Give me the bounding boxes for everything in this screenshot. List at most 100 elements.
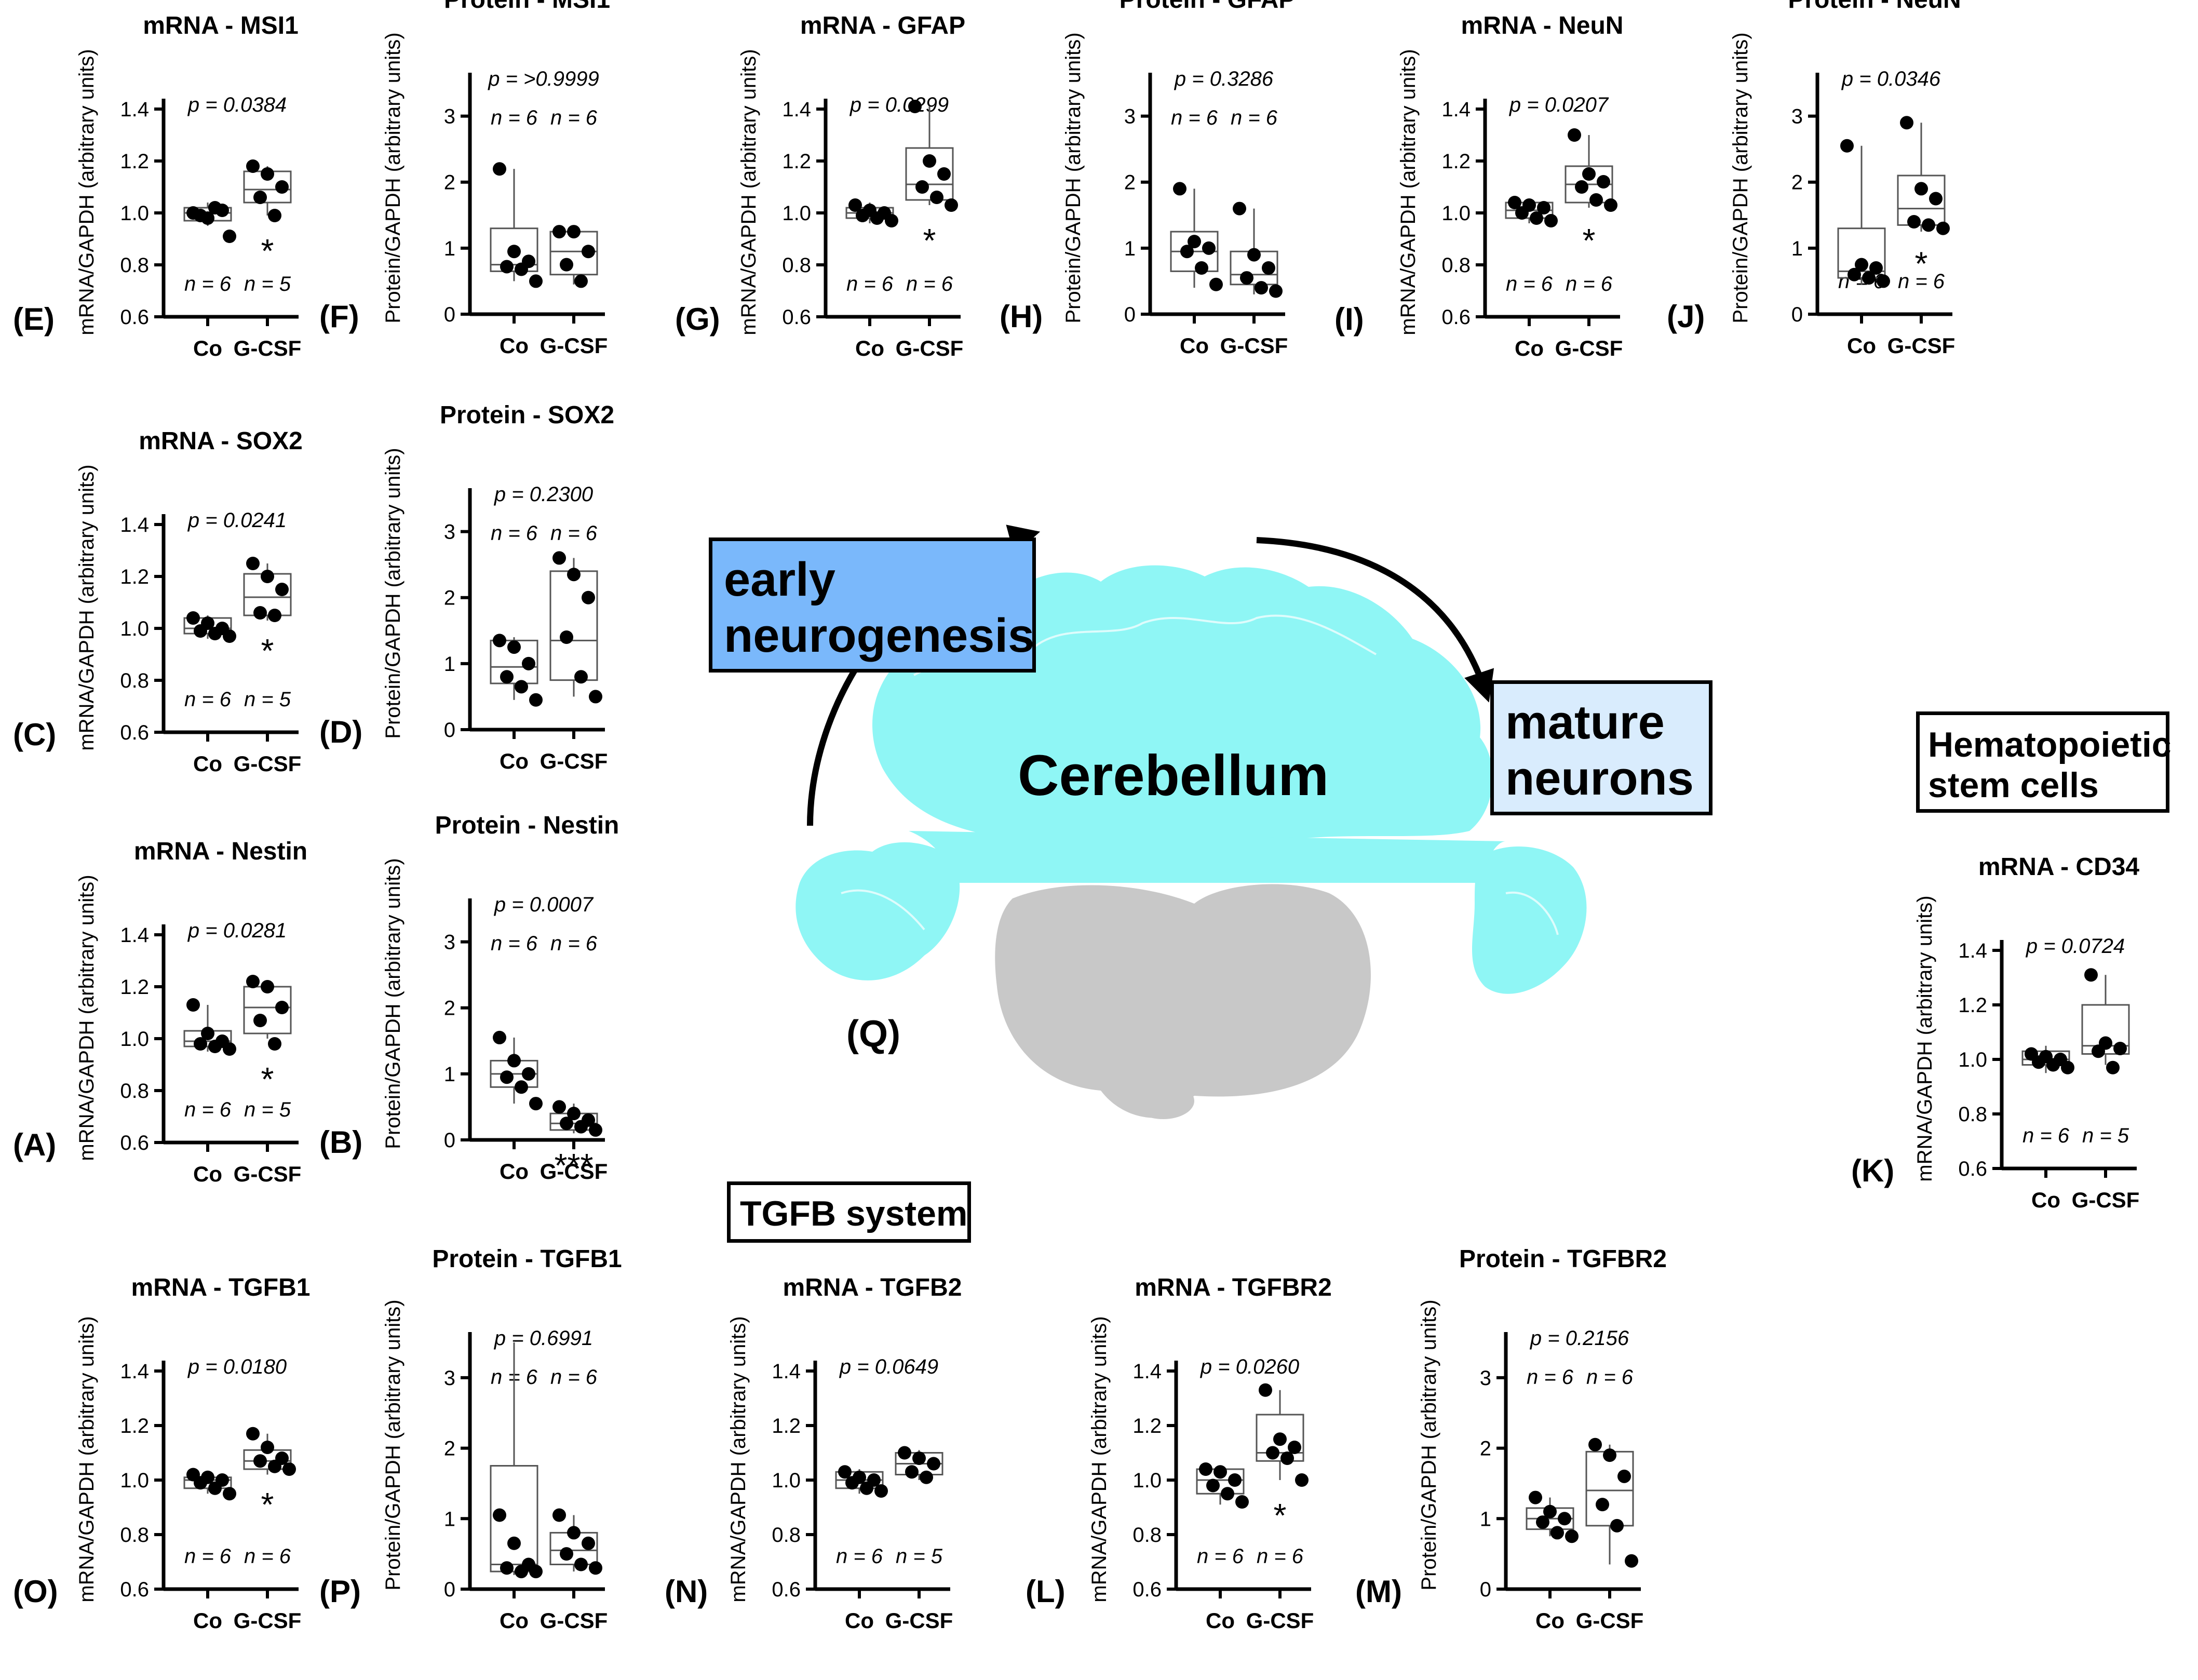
x-tick-label: G-CSF	[1887, 333, 1956, 358]
y-tick-label: 1.0	[1132, 1469, 1162, 1492]
data-point	[560, 258, 573, 272]
data-point	[582, 590, 595, 604]
y-tick-label: 1.0	[1441, 202, 1471, 225]
data-point	[261, 1441, 274, 1454]
data-point	[838, 1465, 852, 1479]
chart-title: Protein - SOX2	[440, 401, 614, 429]
y-tick-label: 0.8	[1441, 254, 1471, 277]
data-point	[268, 209, 281, 222]
data-point	[500, 1561, 514, 1575]
n-label: n = 6	[1527, 1366, 1574, 1389]
p-value-label: p = 0.0724	[2026, 935, 2125, 958]
box	[490, 227, 538, 272]
data-point	[1206, 1479, 1220, 1493]
data-point	[1588, 1437, 1602, 1451]
x-tick-label: Co	[500, 1159, 529, 1184]
n-label: n = 5	[244, 273, 291, 295]
y-tick-label: 1.0	[1958, 1049, 1987, 1071]
y-tick-label: 0.8	[782, 254, 811, 277]
data-point	[2046, 1058, 2060, 1072]
p-value-label: p = 0.0260	[1200, 1355, 1299, 1378]
data-point	[1544, 214, 1558, 227]
data-point	[885, 214, 898, 227]
x-tick-label: G-CSF	[1220, 333, 1288, 358]
data-point	[275, 583, 289, 596]
n-label: n = 6	[1898, 270, 1945, 293]
significance-marker: *	[1915, 245, 1928, 283]
y-axis-label: mRNA/GAPDH (arbitrary units)	[75, 464, 98, 750]
box	[905, 147, 954, 201]
chart-j: Protein - NeuNProtein/GAPDH (arbitrary u…	[1667, 0, 1961, 358]
y-tick-label: 1.0	[782, 202, 811, 225]
chart-title: mRNA - GFAP	[800, 12, 965, 39]
data-point	[253, 1454, 267, 1468]
y-tick-label: 0.6	[772, 1578, 801, 1601]
y-tick-label: 3	[1124, 105, 1136, 128]
data-point	[1596, 1498, 1609, 1512]
data-point	[1603, 1448, 1616, 1462]
y-tick-label: 1.4	[772, 1360, 801, 1383]
data-point	[898, 1446, 911, 1460]
data-point	[186, 611, 200, 625]
data-point	[560, 1117, 573, 1131]
p-value-label: p = 0.6991	[494, 1327, 593, 1350]
data-point	[2032, 1055, 2045, 1069]
x-tick-label: G-CSF	[896, 336, 964, 360]
panel-label: (P)	[319, 1574, 361, 1609]
panel-label: (K)	[1851, 1153, 1894, 1188]
n-label: n = 6	[1506, 273, 1553, 295]
x-tick-label: G-CSF	[234, 1162, 302, 1186]
n-label: n = 5	[2082, 1124, 2129, 1147]
y-tick-label: 2	[444, 1437, 455, 1460]
data-point	[908, 100, 922, 113]
data-point	[1855, 258, 1868, 272]
y-tick-label: 1.4	[1441, 98, 1471, 121]
data-point	[208, 1481, 222, 1495]
data-point	[552, 1508, 566, 1522]
y-tick-label: 1.0	[120, 1028, 149, 1051]
data-point	[927, 1457, 940, 1471]
y-tick-label: 1	[444, 1508, 455, 1530]
significance-marker: *	[261, 232, 274, 270]
chart-title: mRNA - CD34	[1978, 853, 2140, 881]
x-tick-label: G-CSF	[234, 751, 302, 776]
y-tick-label: 1.2	[120, 150, 149, 173]
x-tick-label: Co	[500, 1608, 529, 1633]
y-tick-label: 0.6	[120, 306, 149, 329]
n-label: n = 6	[1171, 106, 1218, 129]
n-label: n = 5	[896, 1545, 943, 1568]
data-point	[223, 1487, 236, 1501]
data-point	[2084, 968, 2098, 982]
data-point	[1180, 245, 1194, 259]
p-value-label: p = 0.0384	[187, 93, 287, 116]
data-point	[574, 1120, 588, 1134]
data-point	[1221, 1487, 1234, 1501]
x-tick-label: Co	[1206, 1608, 1235, 1633]
n-label: n = 6	[184, 688, 232, 711]
chart-title: Protein - GFAP	[1120, 0, 1296, 14]
n-label: n = 6	[491, 522, 538, 545]
box	[2081, 1004, 2130, 1055]
data-point	[1840, 139, 1854, 153]
x-tick-label: Co	[193, 751, 222, 776]
y-axis-label: Protein/GAPDH (arbitrary units)	[382, 1299, 404, 1590]
data-point	[507, 245, 521, 259]
y-tick-label: 2	[1791, 171, 1803, 194]
data-point	[493, 1030, 506, 1044]
data-point	[845, 1476, 859, 1490]
arrow-mature	[1256, 537, 1494, 703]
early-neurogenesis-box: early neurogenesis	[709, 537, 1036, 673]
box	[549, 570, 598, 681]
panel-label: (I)	[1334, 302, 1364, 337]
data-point	[874, 1484, 888, 1498]
y-tick-label: 2	[1480, 1437, 1491, 1460]
data-point	[920, 1470, 933, 1484]
data-point	[253, 1014, 267, 1027]
chart-h: Protein - GFAPProtein/GAPDH (arbitrary u…	[1000, 0, 1295, 358]
data-point	[1273, 1432, 1287, 1446]
panel-label: (H)	[1000, 299, 1043, 334]
n-label: n = 6	[491, 932, 538, 955]
n-label: n = 6	[184, 1098, 232, 1121]
